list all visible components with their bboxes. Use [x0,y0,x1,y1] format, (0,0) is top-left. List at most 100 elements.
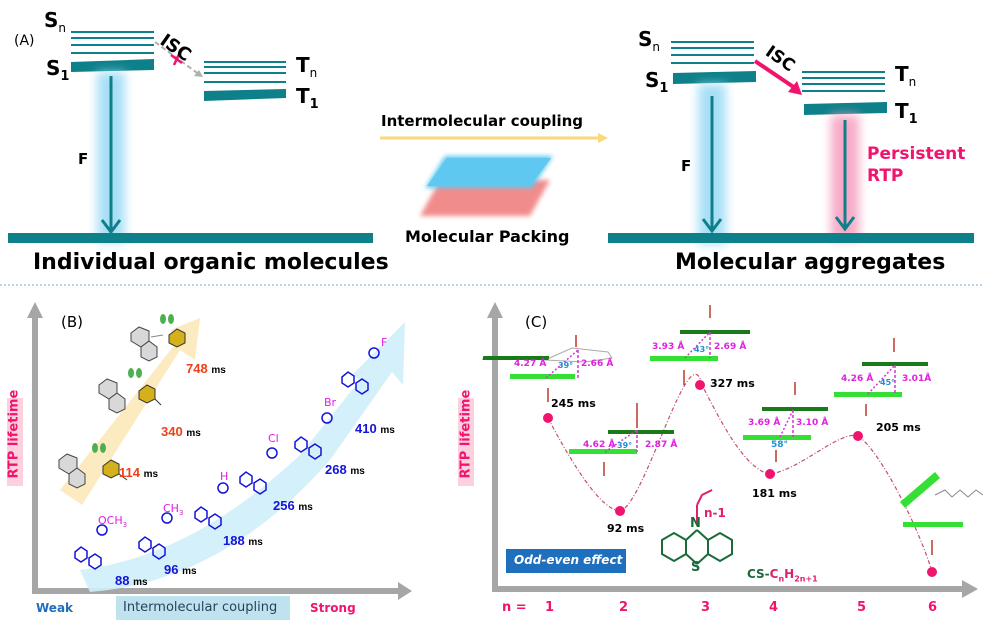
right-tn-levels [802,71,885,92]
c-y-axis [492,315,498,591]
lifetime-n1: 245 ms [551,397,596,410]
right-t1-label: T1 [895,99,918,127]
packing-label: Molecular Packing [405,227,570,246]
dist2-n2: 2.87 Å [645,440,678,450]
tick-n2: 2 [619,600,629,615]
b-x-label: Intermolecular coupling [123,600,278,615]
sulfone-sub-ch3: CH3 [163,502,184,518]
odd-even-badge: Odd-even effect [506,549,626,573]
point-n2 [615,506,625,516]
right-t1-level [804,102,887,115]
carbazole-value-748: 748 ms [186,361,226,376]
left-ground-level [8,233,373,243]
sulfone-value-256: 256 ms [273,498,313,513]
angle-n4: 58° [771,440,789,450]
left-sn-label: Sn [44,8,67,35]
lifetime-n5: 205 ms [876,421,921,434]
point-n1 [543,413,553,423]
sulfone-sub-h: H [220,470,229,483]
angle-n5: 45° [880,378,896,387]
angle-n3: 43° [694,345,710,354]
right-caption: Molecular aggregates [675,250,946,275]
tick-n6: 6 [928,600,938,615]
sulfone-molecule-188 [194,482,229,530]
sulfone-value-88: 88 ms [115,573,148,588]
right-isc-arrow [753,59,797,90]
left-s1-level [71,59,154,72]
odd-even-trend-line [547,373,933,573]
sulfone-value-410: 410 ms [355,421,395,436]
dist2-n1: 2.66 Å [581,359,614,369]
dimer-n6 [900,472,983,555]
sulfone-molecule-256 [239,447,278,495]
b-x-axis [32,588,402,594]
tick-n1: 1 [545,600,555,615]
b-x-weak: Weak [36,601,74,615]
sulfone-molecule-268 [294,412,333,460]
c-y-axis-label-bg [458,398,474,486]
point-n3 [695,380,705,390]
coupling-label: Intermolecular coupling [381,112,584,130]
isc-blocked-cross-icon [170,51,183,66]
right-sn-levels [671,41,754,64]
c-x-axis [492,586,966,592]
s-atom: S [691,560,701,575]
dist1-n1: 4.27 Å [514,359,547,369]
right-sn-label: Sn [638,27,661,54]
angle-n1: 39° [558,361,574,370]
dist2-n5: 3.01Å [902,374,932,384]
right-f-label: F [681,157,692,175]
sulfone-sub-och3: OCH3 [98,514,128,530]
carbazole-molecule-748 [130,314,186,362]
dist1-n2: 4.62 Å [583,440,616,450]
n-atom: N [690,516,701,531]
tick-n3: 3 [701,600,711,615]
panel-a-label: (A) [14,33,35,49]
sulfone-molecule-410 [341,347,380,395]
angle-n2: 39° [617,441,633,450]
sulfone-value-188: 188 ms [223,533,263,548]
dist2-n3: 2.69 Å [714,342,747,352]
right-s1-level [673,71,756,84]
tick-n5: 5 [857,600,867,615]
point-n6 [927,567,937,577]
lifetime-n3: 327 ms [710,377,755,390]
right-s1-label: S1 [645,68,669,96]
packing-plane-bottom [420,180,550,216]
left-t1-level [204,89,286,101]
b-y-axis [32,315,38,593]
left-caption: Individual organic molecules [33,250,389,275]
right-ground-level [608,233,974,243]
point-n5 [853,431,863,441]
sulfone-sub-cl: Cl [268,432,279,445]
left-tn-levels [204,61,286,83]
dist1-n3: 3.93 Å [652,342,685,352]
odd-even-badge-label: Odd-even effect [514,553,623,567]
sulfone-value-96: 96 ms [164,562,197,577]
dist1-n4: 3.69 Å [748,418,781,428]
panel-a-graphics [0,31,983,286]
formula-label: CS-CnH2n+1 [747,567,818,584]
panel-b-label: (B) [61,313,83,331]
x-prefix: n = [502,600,527,615]
chain-length-label: n-1 [704,506,726,520]
carbazole-value-340: 340 ms [161,424,201,439]
b-x-strong: Strong [310,601,356,615]
sulfone-molecule-96 [138,512,173,560]
left-sn-levels [71,31,154,54]
dist2-n4: 3.10 Å [796,418,829,428]
sulfone-trend-arrow [80,322,405,592]
sulfone-sub-br: Br [324,396,337,409]
sulfone-molecule-88 [74,524,108,570]
carbazole-value-114: 114 ms [119,465,159,480]
lifetime-n2: 92 ms [607,522,645,535]
lifetime-n4: 181 ms [752,487,797,500]
left-tn-label: Tn [296,53,318,80]
b-x-label-bg [116,596,290,620]
carbazole-molecule-340 [98,368,162,414]
left-s1-label: S1 [46,56,70,84]
carbazole-molecule-114 [58,443,128,489]
point-n4 [765,469,775,479]
b-y-axis-label: RTP lifetime [6,389,22,479]
